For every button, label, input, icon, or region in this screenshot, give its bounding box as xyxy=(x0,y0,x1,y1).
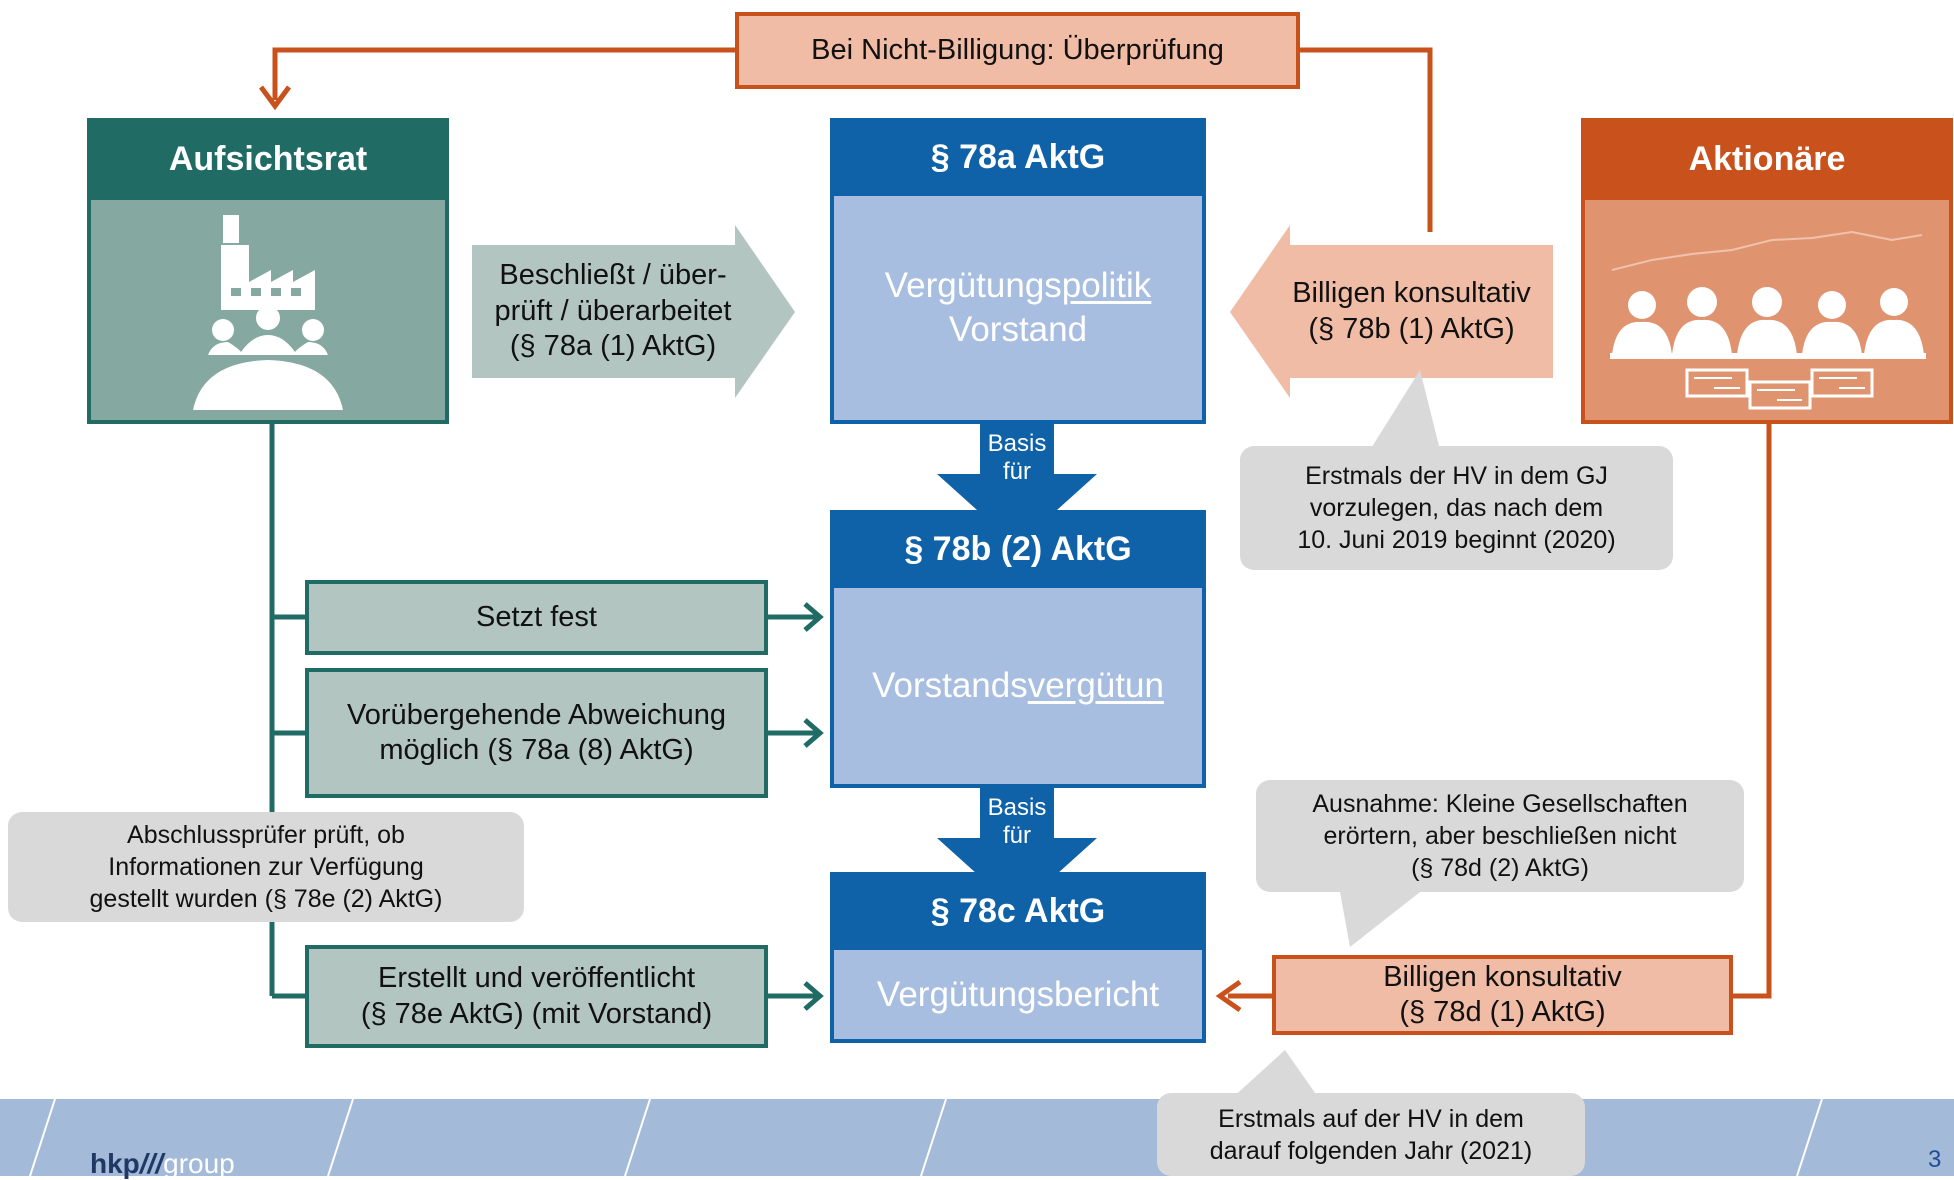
box-abweichung: Vorübergehende Abweichung möglich (§ 78a… xyxy=(305,668,768,798)
aktionaere-to-billigen-line xyxy=(1733,424,1772,999)
box-erstellt: Erstellt und veröffentlicht (§ 78e AktG)… xyxy=(305,945,768,1048)
sec-78c-body-text: Vergütungsbericht xyxy=(876,974,1160,1014)
callout-tail-2021 xyxy=(1230,1050,1320,1100)
footer-logo: hkp///group xyxy=(90,1148,235,1179)
basis-label-2: Basis für xyxy=(987,794,1047,849)
feedback-box: Bei Nicht-Billigung: Überprüfung xyxy=(735,12,1300,89)
sec-78a-body: Vergütungspolitik Vorstand xyxy=(830,196,1206,424)
aufsichtsrat-header: Aufsichtsrat xyxy=(87,118,449,200)
sec-78b-body: Vorstandsvergütun xyxy=(830,588,1206,788)
callout-erstmals-2021: Erstmals auf der HV in dem darauf folgen… xyxy=(1157,1093,1585,1176)
sec-78c-header: § 78c AktG xyxy=(830,872,1206,950)
aktionaere-header: Aktionäre xyxy=(1581,118,1953,200)
sec-78a-header: § 78a AktG xyxy=(830,118,1206,196)
shareholders-icon xyxy=(1610,230,1926,410)
aktionaere-title: Aktionäre xyxy=(1688,139,1846,178)
arrow-billigen-1-shape xyxy=(1230,225,1553,398)
aufsichtsrat-title: Aufsichtsrat xyxy=(168,139,368,178)
sec-78a-line2: Vorstand xyxy=(948,310,1088,349)
callout-tail-ausnahme xyxy=(1340,892,1420,947)
callout-ausnahme: Ausnahme: Kleine Gesellschaften erörtern… xyxy=(1256,780,1744,892)
callout-erstmals-hv: Erstmals der HV in dem GJ vorzulegen, da… xyxy=(1240,446,1673,570)
arrow-billigen-1-text: Billigen konsultativ (§ 78b (1) AktG) xyxy=(1292,277,1531,345)
basis-arrow-2-shape xyxy=(937,788,1097,910)
feedback-label: Bei Nicht-Billigung: Überprüfung xyxy=(811,33,1224,66)
page-number: 3 xyxy=(1928,1146,1942,1173)
footer-band xyxy=(0,1099,1954,1176)
basis-arrow-1-shape xyxy=(937,424,1097,546)
callout-tail-erstmals-hv xyxy=(1370,370,1440,450)
basis-label-1: Basis für xyxy=(987,430,1047,485)
sec-78b-header: § 78b (2) AktG xyxy=(830,510,1206,588)
sec-78c-title: § 78c AktG xyxy=(930,891,1106,930)
arrow-beschliesst-text: Beschließt / über- prüft / überarbeitet … xyxy=(494,259,732,363)
sec-78a-title: § 78a AktG xyxy=(930,137,1106,176)
aktionaere-body xyxy=(1581,200,1953,424)
box-setzt-fest: Setzt fest xyxy=(305,580,768,655)
arrow-beschliesst-shape xyxy=(472,225,795,398)
feedback-arrowhead xyxy=(258,85,292,111)
sec-78c-body: Vergütungsbericht xyxy=(830,950,1206,1043)
factory-board-icon xyxy=(193,215,343,410)
sec-78b-line1: Vorstandsvergütun xyxy=(872,666,1164,706)
sec-78a-line1: Vergütungspolitik xyxy=(884,266,1152,306)
billigen-to-bericht-arrowhead xyxy=(1215,979,1242,1013)
aufsichtsrat-body xyxy=(87,200,449,424)
callout-abschlusspruefer: Abschlussprüfer prüft, ob Informationen … xyxy=(8,812,524,922)
box-billigen-2: Billigen konsultativ (§ 78d (1) AktG) xyxy=(1272,955,1733,1035)
sec-78b-title: § 78b (2) AktG xyxy=(904,529,1132,568)
